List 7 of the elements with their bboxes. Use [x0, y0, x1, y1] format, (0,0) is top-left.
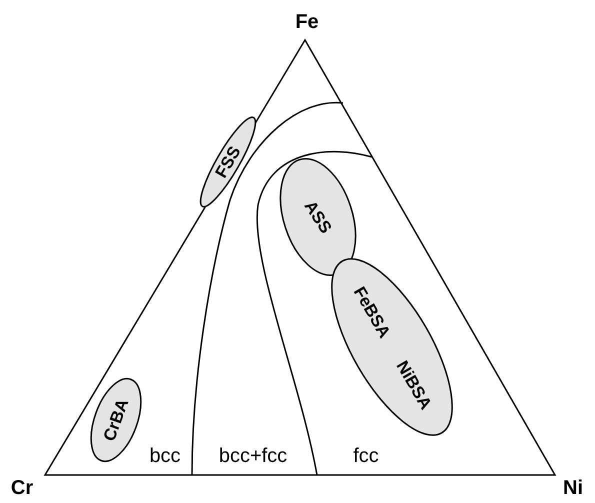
phase-label: bcc+fcc [218, 446, 288, 466]
phase-label: bcc [149, 446, 181, 466]
vertex-label: Fe [295, 12, 319, 32]
vertex-label: Cr [10, 478, 34, 498]
region-label: CrBA [100, 396, 132, 444]
vertex-label: Ni [563, 478, 583, 498]
phase-label: fcc [353, 446, 379, 466]
